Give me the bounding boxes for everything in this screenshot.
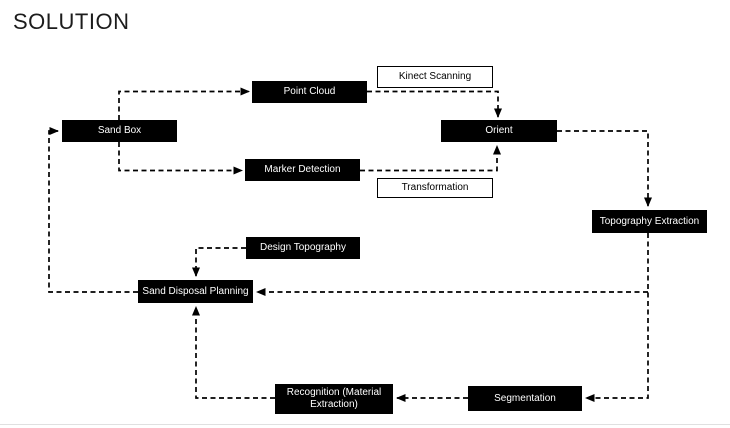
edge-designtopography-sanddisposalplanning [192, 247, 246, 277]
edge-sandbox-markerdetection [118, 142, 243, 175]
edge-sandbox-pointcloud [118, 87, 250, 120]
node-design-topography: Design Topography [246, 237, 360, 259]
node-sand-disposal-planning: Sand Disposal Planning [138, 280, 253, 303]
node-topography-extraction: Topography Extraction [592, 210, 707, 233]
node-orient: Orient [441, 120, 557, 142]
edge-sanddisposalplanning-sandbox [48, 127, 138, 293]
edge-recognition-sanddisposalplanning [192, 306, 275, 399]
annotation-kinect-scanning: Kinect Scanning [377, 66, 493, 88]
annotation-transformation: Transformation [377, 178, 493, 198]
page-title: SOLUTION [13, 9, 130, 34]
edge-pointcloud-orient [367, 90, 502, 118]
bottom-divider [0, 424, 730, 425]
node-point-cloud: Point Cloud [252, 81, 367, 103]
node-segmentation: Segmentation [468, 386, 582, 411]
node-marker-detection: Marker Detection [245, 159, 360, 181]
node-sand-box: Sand Box [62, 120, 177, 142]
edge-topographyextraction-segmentation [585, 233, 649, 402]
node-recognition-material-extraction: Recognition (Material Extraction) [275, 384, 393, 414]
edge-markerdetection-orient [360, 145, 501, 172]
edge-orient-topographyextraction [557, 130, 652, 207]
